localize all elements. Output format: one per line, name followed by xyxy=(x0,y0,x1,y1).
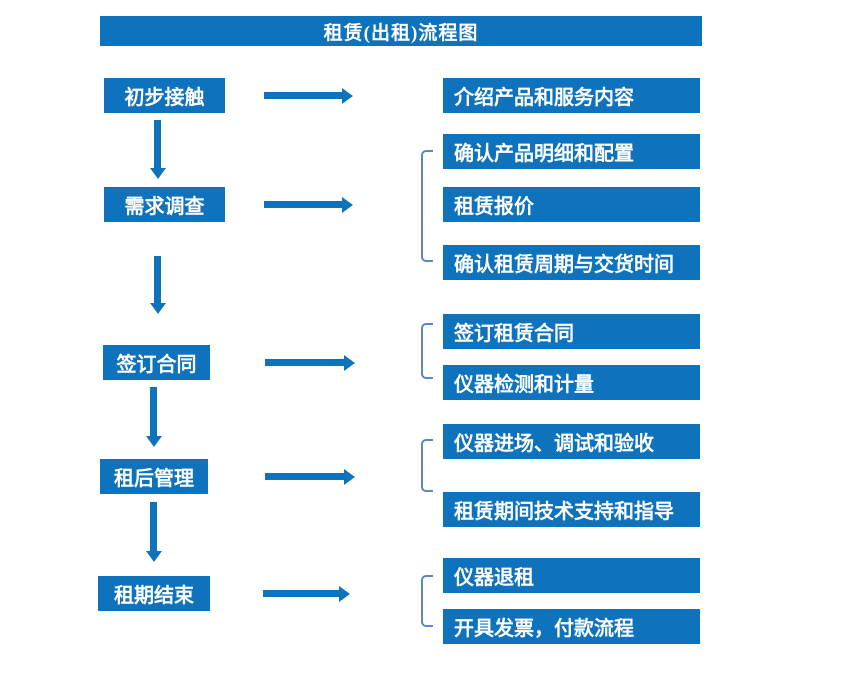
step-box-demand-survey: 需求调查 xyxy=(104,187,225,222)
detail-box-instrument-return: 仪器退租 xyxy=(443,558,700,593)
bracket-group-lease-end xyxy=(421,575,433,627)
arrow-right-icon xyxy=(263,590,339,597)
bracket-group-sign-contract xyxy=(421,323,433,379)
arrow-right-icon xyxy=(265,359,344,366)
arrow-down-icon xyxy=(150,502,157,551)
chart-title: 租赁(出租)流程图 xyxy=(100,16,702,46)
arrow-right-icon xyxy=(264,201,342,208)
arrow-right-icon xyxy=(264,92,342,99)
detail-box-rental-quote: 租赁报价 xyxy=(443,187,700,222)
arrow-right-icon xyxy=(265,473,344,480)
bracket-group-post-rental xyxy=(421,439,433,492)
step-box-post-rental-management: 租后管理 xyxy=(100,459,208,494)
arrow-down-icon xyxy=(154,256,161,303)
step-box-initial-contact: 初步接触 xyxy=(104,78,225,113)
step-box-lease-end: 租期结束 xyxy=(98,576,210,611)
detail-box-introduce-products: 介绍产品和服务内容 xyxy=(443,78,700,113)
detail-box-invoice-payment: 开具发票，付款流程 xyxy=(443,609,700,644)
arrow-down-icon xyxy=(150,387,157,436)
detail-box-tech-support: 租赁期间技术支持和指导 xyxy=(443,492,700,527)
bracket-group-demand-survey xyxy=(421,150,433,262)
detail-box-confirm-product-config: 确认产品明细和配置 xyxy=(443,134,700,169)
detail-box-confirm-period-delivery: 确认租赁周期与交货时间 xyxy=(443,245,700,280)
detail-box-instrument-setup-acceptance: 仪器进场、调试和验收 xyxy=(443,424,700,459)
step-box-sign-contract: 签订合同 xyxy=(103,345,210,380)
detail-box-sign-rental-contract: 签订租赁合同 xyxy=(443,314,700,349)
arrow-down-icon xyxy=(154,120,161,168)
detail-box-instrument-testing: 仪器检测和计量 xyxy=(443,365,700,400)
